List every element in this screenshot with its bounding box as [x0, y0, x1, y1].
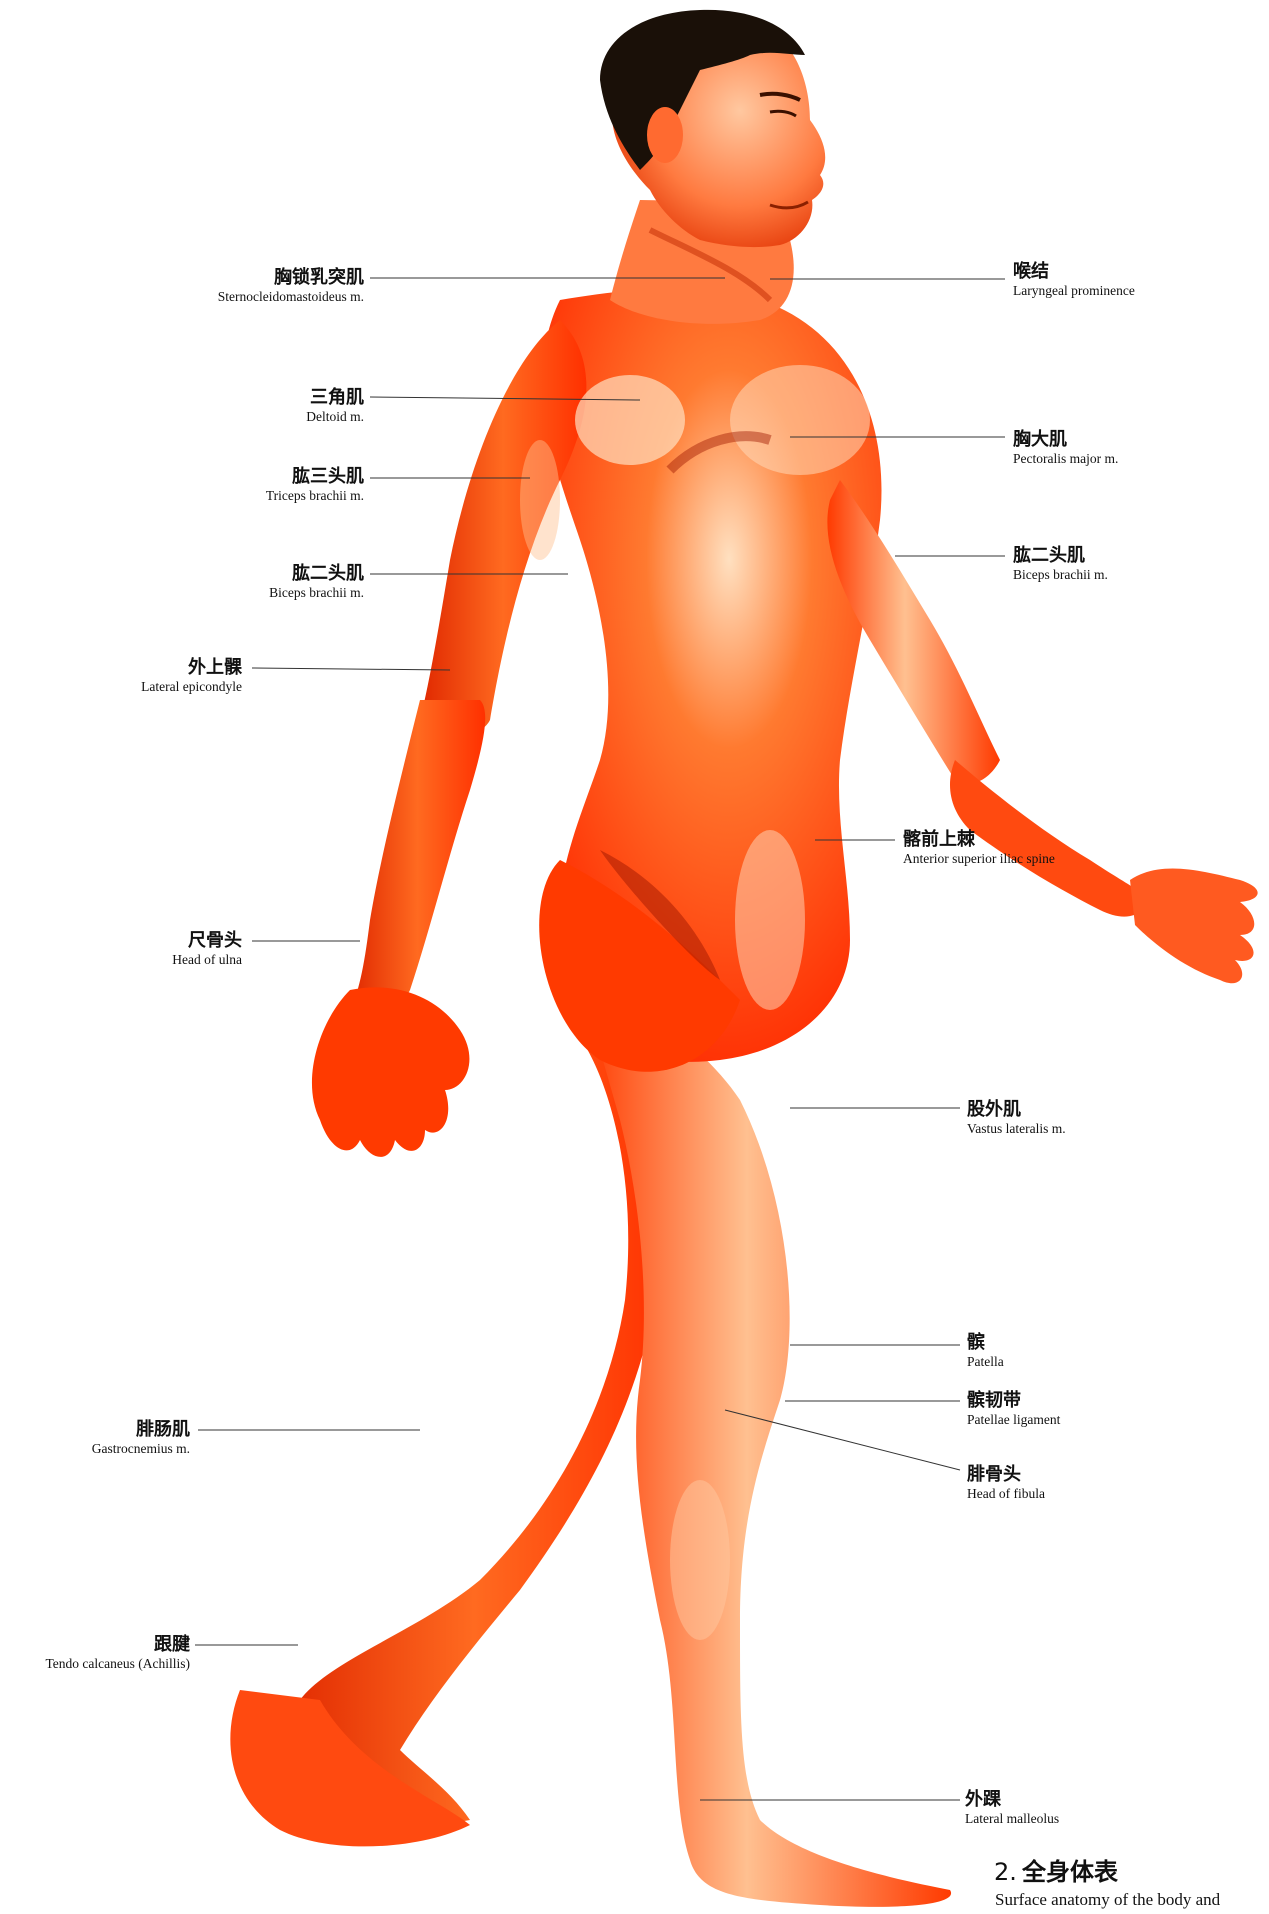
label-en: Head of ulna	[172, 952, 242, 968]
label-en: Patella	[967, 1354, 1004, 1370]
label-en: Gastrocnemius m.	[92, 1441, 190, 1457]
label-zh: 胸大肌	[1013, 430, 1118, 451]
label-asis: 髂前上棘 Anterior superior iliac spine	[903, 830, 1055, 866]
label-zh: 胸锁乳突肌	[218, 268, 364, 289]
label-zh: 髂前上棘	[903, 830, 1055, 851]
label-triceps: 肱三头肌 Triceps brachii m.	[266, 467, 364, 503]
label-zh: 外上髁	[141, 658, 242, 679]
label-sternocleidomastoid: 胸锁乳突肌 Sternocleidomastoideus m.	[218, 268, 364, 304]
label-en: Vastus lateralis m.	[967, 1121, 1066, 1137]
label-en: Lateral malleolus	[965, 1811, 1059, 1827]
back-forearm	[350, 700, 485, 1014]
label-head-of-fibula: 腓骨头 Head of fibula	[967, 1465, 1045, 1501]
label-head-of-ulna: 尺骨头 Head of ulna	[172, 931, 242, 967]
front-leg	[580, 980, 951, 1907]
label-zh: 肱二头肌	[1013, 546, 1108, 567]
label-en: Patellae ligament	[967, 1412, 1060, 1428]
figure-caption: 2. 全身体表	[994, 1852, 1118, 1887]
label-zh: 肱二头肌	[269, 564, 364, 585]
label-en: Sternocleidomastoideus m.	[218, 289, 364, 305]
label-vastus-lateralis: 股外肌 Vastus lateralis m.	[967, 1100, 1066, 1136]
label-en: Biceps brachii m.	[269, 585, 364, 601]
label-en: Laryngeal prominence	[1013, 283, 1135, 299]
back-hand	[312, 987, 469, 1157]
label-laryngeal: 喉结 Laryngeal prominence	[1013, 262, 1135, 298]
figure-number: 2.	[994, 1858, 1017, 1886]
label-patella: 髌 Patella	[967, 1333, 1004, 1369]
label-biceps-right: 肱二头肌 Biceps brachii m.	[1013, 546, 1108, 582]
label-zh: 股外肌	[967, 1100, 1066, 1121]
label-zh: 外踝	[965, 1790, 1059, 1811]
label-zh: 腓骨头	[967, 1465, 1045, 1486]
label-en: Tendo calcaneus (Achillis)	[46, 1656, 191, 1672]
figure-title-zh: 全身体表	[1022, 1858, 1118, 1886]
label-deltoid: 三角肌 Deltoid m.	[306, 388, 364, 424]
label-en: Biceps brachii m.	[1013, 567, 1108, 583]
label-zh: 髌	[967, 1333, 1004, 1354]
label-zh: 髌韧带	[967, 1391, 1060, 1412]
label-en: Lateral epicondyle	[141, 679, 242, 695]
label-en: Pectoralis major m.	[1013, 451, 1118, 467]
label-zh: 肱三头肌	[266, 467, 364, 488]
label-en: Anterior superior iliac spine	[903, 851, 1055, 867]
label-zh: 三角肌	[306, 388, 364, 409]
label-zh: 尺骨头	[172, 931, 242, 952]
label-gastrocnemius: 腓肠肌 Gastrocnemius m.	[92, 1420, 190, 1456]
label-patellae-ligament: 髌韧带 Patellae ligament	[967, 1391, 1060, 1427]
leader-lateral-epicondyle	[252, 668, 450, 670]
label-achilles: 跟腱 Tendo calcaneus (Achillis)	[46, 1635, 191, 1671]
front-hand	[1130, 868, 1258, 983]
figure-subtitle-en: Surface anatomy of the body and	[995, 1890, 1220, 1910]
label-en: Head of fibula	[967, 1486, 1045, 1502]
label-lateral-malleolus: 外踝 Lateral malleolus	[965, 1790, 1059, 1826]
back-upper-arm	[420, 320, 586, 735]
label-en: Deltoid m.	[306, 409, 364, 425]
label-biceps-left: 肱二头肌 Biceps brachii m.	[269, 564, 364, 600]
label-zh: 喉结	[1013, 262, 1135, 283]
label-lateral-epicondyle: 外上髁 Lateral epicondyle	[141, 658, 242, 694]
label-zh: 腓肠肌	[92, 1420, 190, 1441]
label-pectoralis: 胸大肌 Pectoralis major m.	[1013, 430, 1118, 466]
label-zh: 跟腱	[46, 1635, 191, 1656]
label-en: Triceps brachii m.	[266, 488, 364, 504]
